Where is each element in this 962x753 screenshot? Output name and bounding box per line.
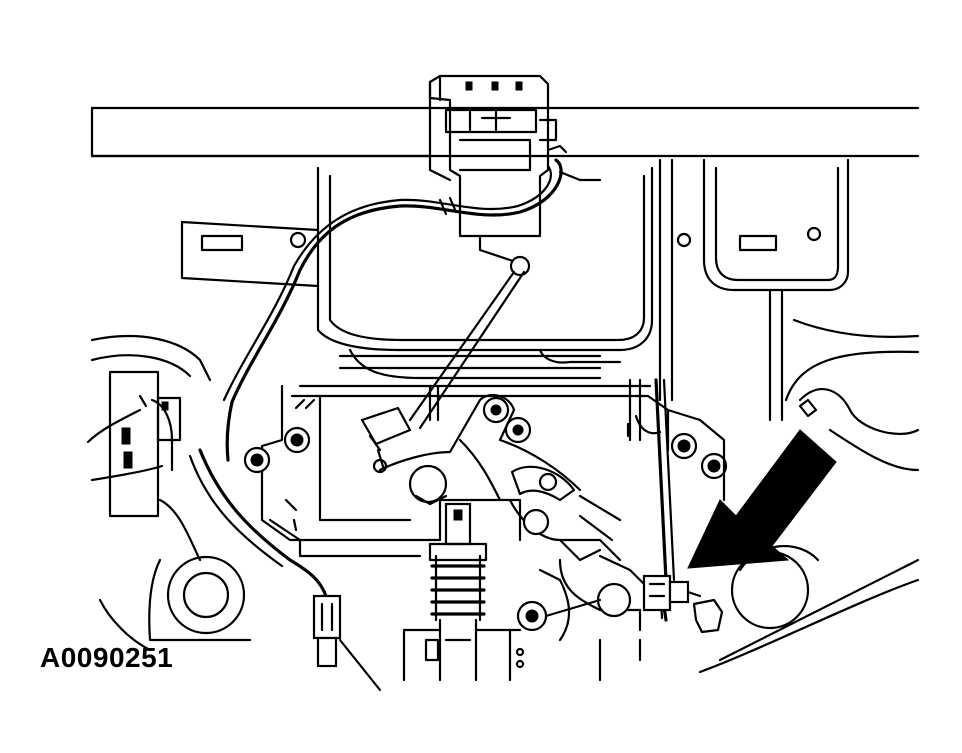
inner-door-panel <box>180 166 654 380</box>
lower-left-mount <box>98 555 252 652</box>
right-bracket <box>626 408 728 502</box>
upper-cross-member <box>90 106 920 158</box>
striker-spring <box>428 502 488 682</box>
lower-right-mount <box>698 388 920 674</box>
release-cable <box>188 448 382 692</box>
actuator-rod <box>360 234 531 474</box>
solenoid-actuator <box>428 74 568 238</box>
lower-housing <box>402 628 642 682</box>
right-upper-panel <box>658 158 920 422</box>
figure-id-label: A0090251 <box>40 642 174 673</box>
pointer-arrow-icon <box>687 429 837 569</box>
rod-retaining-clip <box>642 574 724 634</box>
wire-harness <box>222 158 563 462</box>
left-side-structure <box>86 334 212 562</box>
latch-mechanism <box>378 393 652 642</box>
